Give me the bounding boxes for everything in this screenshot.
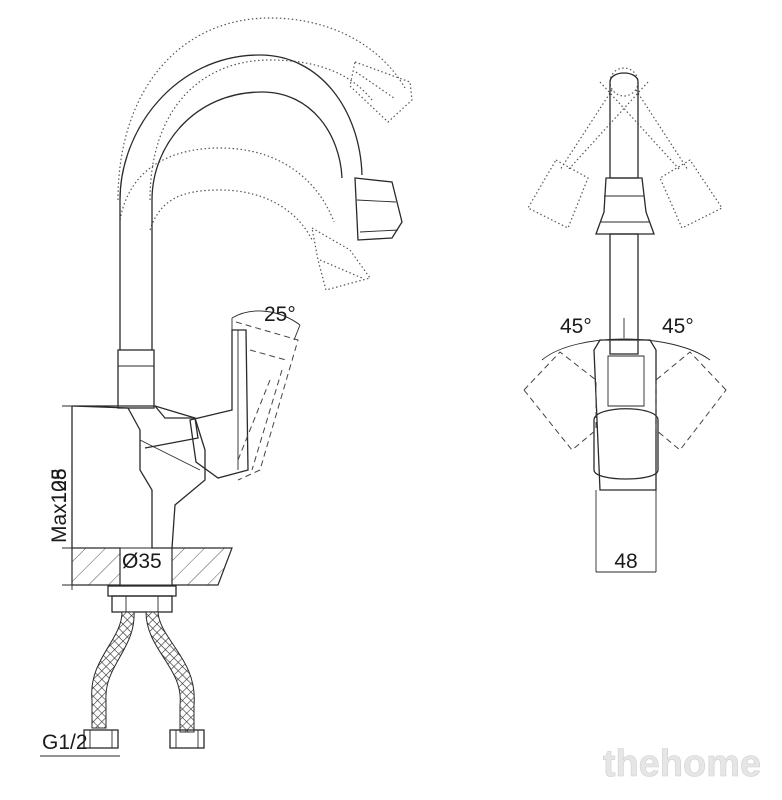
swivel-left-label: 45° [560, 315, 592, 338]
handle-angle-dimension: 25° [231, 303, 301, 341]
spout-lower-position [119, 147, 371, 291]
lever-handle [189, 321, 299, 481]
swivel-right-label: 45° [662, 315, 694, 338]
braided-hoses [83, 611, 205, 749]
thread-label: G1/2 [42, 731, 88, 754]
countertop-section [71, 547, 233, 586]
front-spout-swing [527, 67, 723, 229]
handle-angle-label: 25° [264, 303, 296, 326]
front-body: 48 [523, 339, 727, 573]
hole-diameter-label: Ø35 [122, 550, 162, 573]
side-view: 25° [40, 17, 413, 757]
front-spout [595, 72, 655, 355]
width-48-label: 48 [614, 550, 637, 573]
swivel-angle-dimension: 45° 45° [541, 315, 711, 361]
height-108-label: 108 [48, 468, 71, 503]
thread-dimension: G1/2 [40, 731, 120, 757]
spout-upper-position [117, 17, 413, 201]
height-dimensions: 108 Max. 25 [48, 405, 80, 590]
faucet-body [71, 349, 206, 549]
mounting-nut [107, 585, 177, 613]
max-deck-label: Max. 25 [48, 468, 71, 543]
front-view: 45° 45° 48 [523, 67, 727, 573]
watermark: thehome [603, 743, 761, 785]
main-spout [119, 54, 403, 350]
